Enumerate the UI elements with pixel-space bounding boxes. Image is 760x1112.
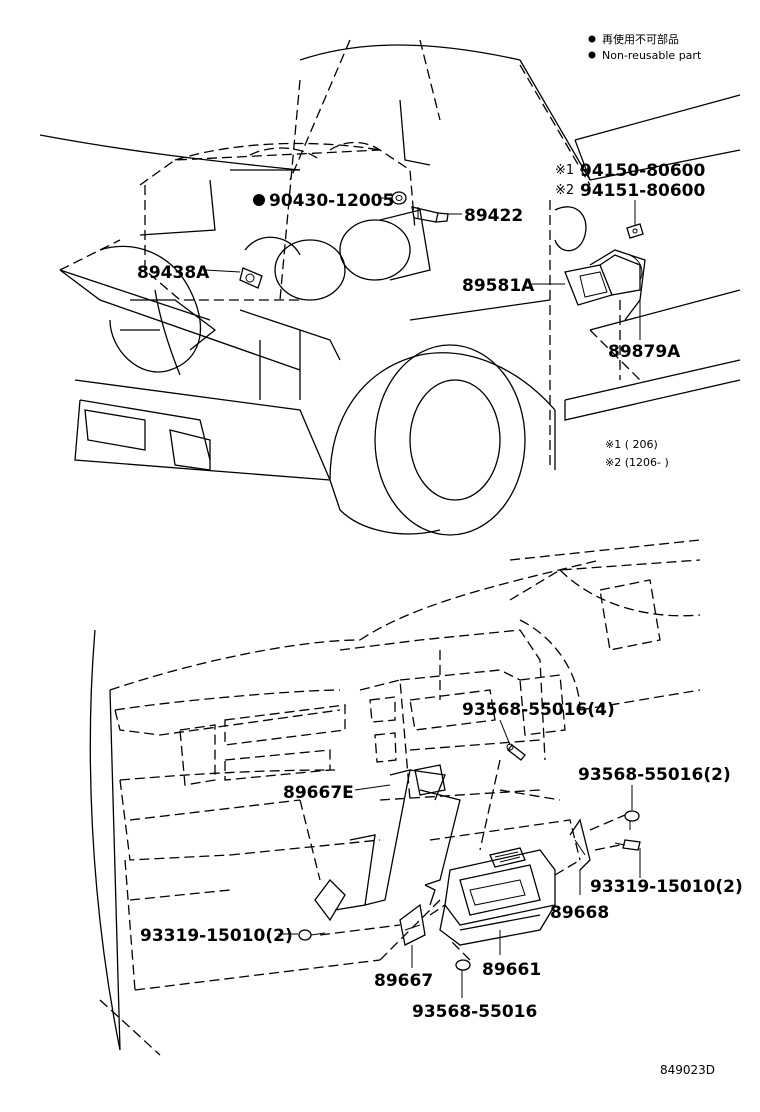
label-93568-55016-bottom: 93568-55016	[412, 1002, 537, 1022]
sensor-89438A-illustration	[239, 267, 263, 289]
bracket-89879A-illustration	[589, 249, 646, 321]
bolt-93319-left-illustration	[298, 929, 326, 941]
leader-lines	[204, 197, 641, 998]
screw-93568-right-illustration	[624, 810, 640, 830]
non-reusable-bullet	[253, 194, 265, 206]
label-89668: 89668	[550, 903, 609, 923]
legend-line-1: 再使用不可部品	[602, 32, 679, 46]
note-2: ※2 (1206- )	[605, 456, 669, 469]
nut-94150-illustration	[626, 223, 644, 239]
label-89581A: 89581A	[462, 276, 535, 296]
dashboard-illustration	[89, 539, 701, 1056]
legend: 再使用不可部品 Non-reusable part	[588, 32, 702, 62]
bracket-89668-illustration	[569, 818, 591, 871]
note-1: ※1 ( 206)	[605, 438, 658, 451]
label-89438A: 89438A	[137, 263, 210, 283]
ecu-89661-illustration	[439, 847, 556, 946]
sensor-89581A-illustration	[564, 254, 641, 306]
mark-2-top: ※2	[555, 183, 574, 198]
bolt-93319-right-illustration	[614, 839, 641, 851]
label-93568-55016-2: 93568-55016(2)	[578, 765, 731, 785]
label-89667: 89667	[374, 971, 433, 991]
screw-93568-bottom-illustration	[455, 959, 471, 980]
bracket-89667-illustration	[399, 903, 426, 946]
label-89661: 89661	[482, 960, 541, 980]
bracket-89667E-illustration	[314, 764, 461, 922]
figure-id: 849023D	[660, 1063, 715, 1077]
mark-1-top: ※1	[555, 163, 574, 178]
label-89422: 89422	[464, 206, 523, 226]
screw-93568-dash-illustration	[506, 743, 526, 761]
legend-bullet-1	[588, 35, 596, 43]
label-93568-55016-4: 93568-55016(4)	[462, 700, 615, 720]
label-89667E: 89667E	[283, 783, 354, 803]
label-93319-15010-left: 93319-15010(2)	[140, 926, 293, 946]
sensor-89422-illustration	[411, 206, 449, 223]
legend-line-2: Non-reusable part	[602, 49, 702, 62]
label-94150-80600: 94150-80600	[580, 161, 706, 181]
label-94151-80600: 94151-80600	[580, 181, 706, 201]
engine-bay-illustration	[39, 39, 741, 536]
legend-bullet-2	[588, 51, 596, 59]
label-89879A: 89879A	[608, 342, 681, 362]
label-90430-12005: 90430-12005	[269, 191, 394, 211]
label-93319-15010-right: 93319-15010(2)	[590, 877, 743, 897]
